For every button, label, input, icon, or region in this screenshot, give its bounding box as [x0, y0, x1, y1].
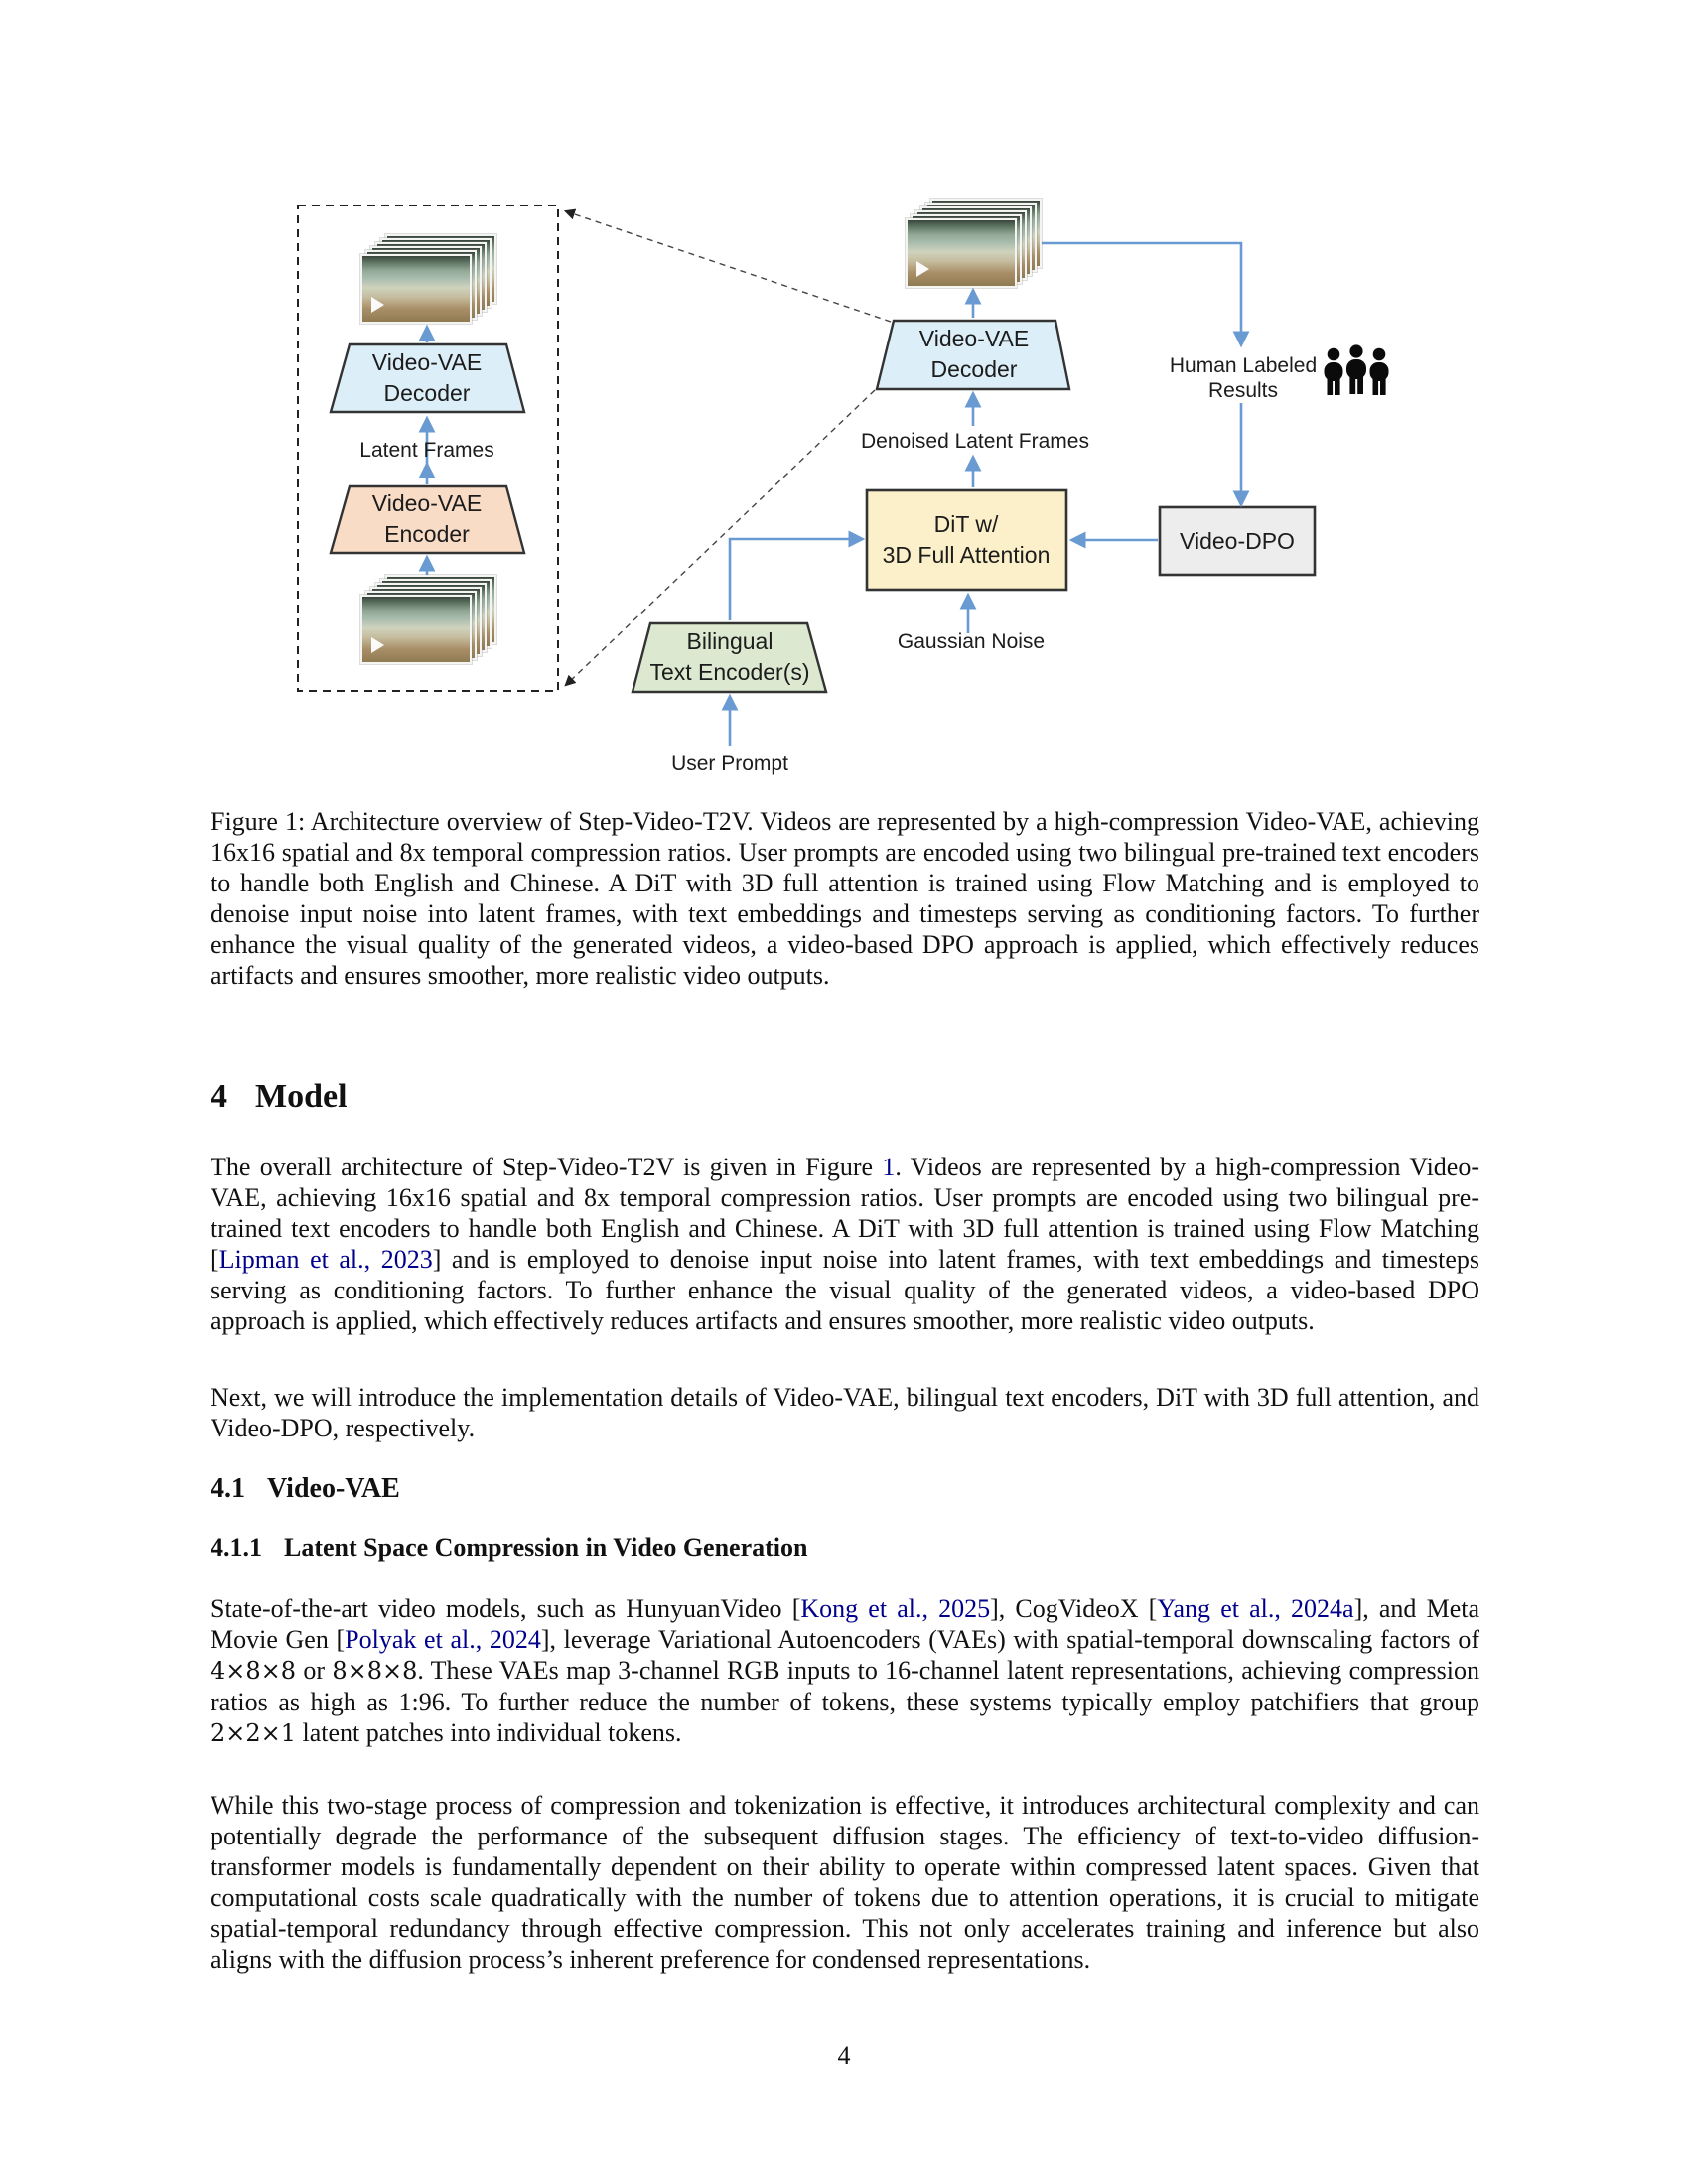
subsubsection-number: 4.1.1: [211, 1533, 262, 1562]
paragraph-sota-vae: State-of-the-art video models, such as H…: [211, 1593, 1479, 1749]
text-segment: ], and Meta Movie Gen [: [211, 1594, 1479, 1654]
video-vae-decoder-left-shape: [329, 342, 526, 414]
subsubsection-title: Latent Space Compression in Video Genera…: [284, 1533, 808, 1562]
citation-link[interactable]: Yang et al., 2024a: [1157, 1594, 1354, 1623]
subsubsection-heading-latent-space: 4.1.1 Latent Space Compression in Video G…: [211, 1533, 807, 1563]
video-vae-encoder-label: Video-VAE Encoder: [371, 490, 483, 547]
subsection-heading-video-vae: 4.1 Video-VAE: [211, 1473, 400, 1505]
video-vae-decoder-center-label: Video-VAE Decoder: [918, 326, 1030, 382]
text-segment: The overall architecture of Step-Video-T…: [211, 1153, 883, 1181]
text-segment: ], CogVideoX [: [990, 1594, 1158, 1623]
user-prompt-label: User Prompt: [671, 752, 788, 775]
video-frames-stack-input: [360, 575, 496, 664]
text-segment: 2×2×1: [211, 1719, 297, 1747]
subsection-title: Video-VAE: [267, 1473, 400, 1504]
human-labeled-results-label: Human Labeled Results: [1169, 354, 1318, 402]
paragraph-next-intro: Next, we will introduce the implementati…: [211, 1382, 1479, 1443]
text-segment: 4×8×8: [211, 1657, 297, 1685]
text-segment: Next, we will introduce the implementati…: [211, 1383, 1479, 1442]
figure-1-caption: Figure 1: Architecture overview of Step-…: [211, 807, 1479, 990]
people-icon: [1324, 344, 1389, 395]
arrow-text-encoder-to-dit: [728, 530, 866, 620]
video-dpo-label: Video-DPO: [1180, 528, 1295, 554]
citation-link[interactable]: Kong et al., 2025: [800, 1594, 991, 1623]
diagram-shapes-and-arrows: [297, 205, 1317, 746]
paragraph-overview: The overall architecture of Step-Video-T…: [211, 1152, 1479, 1336]
section-heading-model: 4 Model: [211, 1078, 348, 1116]
video-vae-decoder-center-shape: [875, 319, 1071, 391]
gaussian-noise-label: Gaussian Noise: [897, 630, 1046, 653]
denoised-latent-frames-label: Denoised Latent Frames: [861, 430, 1089, 453]
play-icon: [371, 637, 384, 653]
text-segment: ], leverage Variational Autoencoders (VA…: [540, 1625, 1479, 1654]
latent-frames-label: Latent Frames: [359, 439, 494, 462]
text-segment: ] and is employed to denoise input noise…: [211, 1245, 1479, 1335]
text-segment: While this two-stage process of compress…: [211, 1791, 1479, 1974]
bilingual-text-encoder-shape: [631, 621, 828, 694]
dit-box-shape: [865, 488, 1068, 592]
section-title: Model: [255, 1078, 348, 1115]
arrow-frames-to-human-labeled: [1041, 241, 1250, 348]
dit-label: DiT w/ 3D Full Attention: [882, 511, 1051, 568]
text-segment: . Videos are represented by a high-compr…: [211, 1153, 1479, 1274]
bilingual-text-encoder-label: Bilingual Text Encoder(s): [649, 628, 810, 685]
video-vae-decoder-left-label: Video-VAE Decoder: [371, 349, 483, 406]
video-frames-stack-generated: [906, 199, 1042, 288]
subsection-number: 4.1: [211, 1473, 245, 1504]
video-vae-encoder-shape: [329, 484, 526, 555]
text-segment: latent patches into individual tokens.: [296, 1718, 682, 1747]
citation-link[interactable]: 1: [882, 1153, 896, 1181]
text-segment: 8×8×8: [332, 1657, 418, 1685]
text-segment: or: [296, 1656, 333, 1685]
citation-link[interactable]: Polyak et al., 2024: [345, 1625, 541, 1654]
vae-detail-dashed-box: [297, 205, 559, 692]
page-number: 4: [837, 2041, 851, 2070]
paragraph-two-stage: While this two-stage process of compress…: [211, 1790, 1479, 1975]
play-icon: [371, 297, 384, 313]
play-icon: [916, 261, 929, 277]
text-segment: State-of-the-art video models, such as H…: [211, 1594, 801, 1623]
text-segment: . These VAEs map 3-channel RGB inputs to…: [211, 1656, 1479, 1716]
citation-link[interactable]: Lipman et al., 2023: [218, 1245, 433, 1274]
section-number: 4: [211, 1078, 227, 1115]
dashed-connector-bottom: [564, 389, 876, 687]
dashed-connector-top: [563, 208, 892, 323]
video-frames-stack-decoded-left: [360, 234, 496, 324]
figure-1-architecture-diagram: Video-VAE Decoder Latent Frames Video-VA…: [0, 0, 1688, 814]
